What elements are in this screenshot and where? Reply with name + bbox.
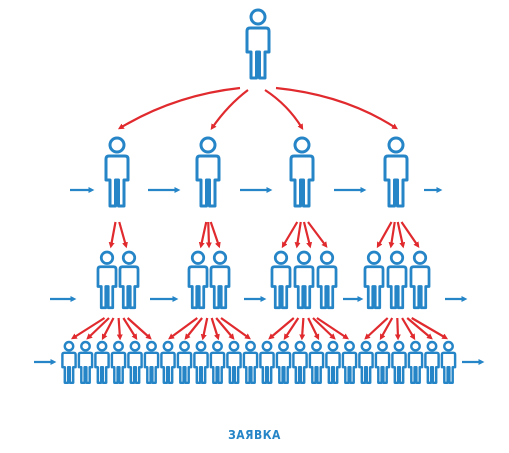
person-icon: [341, 340, 358, 385]
person-icon: [176, 340, 193, 385]
person-icon: [293, 250, 315, 310]
arrow-icon: [268, 317, 295, 340]
arrow-icon: [184, 317, 203, 340]
arrow-icon: [394, 317, 401, 341]
arrow-icon: [281, 221, 299, 249]
person-icon: [424, 340, 440, 385]
person-icon: [209, 340, 226, 385]
arrow-icon: [388, 221, 396, 249]
person-icon: [77, 340, 94, 385]
arrow-icon: [294, 221, 302, 249]
arrow-icon: [101, 317, 115, 341]
person-icon: [386, 250, 408, 310]
person-icon: [245, 8, 271, 80]
person-icon: [275, 340, 292, 385]
arrow-icon: [364, 317, 389, 340]
arrow-icon: [220, 317, 251, 340]
arrow-icon: [117, 86, 241, 130]
person-icon: [391, 340, 407, 385]
person-icon: [292, 340, 308, 385]
arrow-icon: [307, 221, 328, 248]
arrow-icon: [406, 317, 433, 340]
person-icon: [96, 250, 118, 310]
person-icon: [270, 250, 292, 310]
arrow-icon: [264, 89, 304, 131]
arrow-icon: [198, 221, 208, 249]
arrow-icon: [312, 317, 336, 340]
arrow-icon: [168, 317, 198, 340]
arrow-icon: [200, 317, 209, 341]
arrow-icon: [376, 221, 393, 249]
person-icon: [259, 340, 275, 385]
arrow-icon: [116, 317, 123, 341]
arrow-icon: [379, 317, 394, 341]
person-icon: [94, 340, 110, 385]
person-icon: [308, 340, 325, 385]
person-icon: [127, 340, 143, 385]
person-icon: [242, 340, 259, 385]
person-icon: [383, 136, 409, 208]
person-icon: [316, 250, 338, 310]
person-icon: [440, 340, 457, 385]
person-icon: [143, 340, 160, 385]
arrow-icon: [118, 221, 128, 249]
arrow-icon: [283, 317, 300, 340]
arrow-icon: [411, 317, 449, 340]
arrow-icon: [275, 86, 399, 130]
caption-label: ЗАЯВКА: [228, 428, 281, 442]
person-icon: [110, 340, 127, 385]
person-icon: [193, 340, 209, 385]
arrow-icon: [299, 317, 306, 341]
person-icon: [289, 136, 315, 208]
person-icon: [358, 340, 374, 385]
arrow-icon: [205, 221, 212, 249]
person-icon: [363, 250, 385, 310]
arrow-icon: [396, 221, 406, 249]
arrow-icon: [126, 317, 152, 340]
person-icon: [407, 340, 424, 385]
person-icon: [374, 340, 391, 385]
arrows-layer: [34, 86, 485, 365]
person-icon: [118, 250, 140, 310]
arrow-icon: [210, 317, 220, 341]
arrow-icon: [401, 317, 416, 341]
person-icon: [104, 136, 130, 208]
person-icon: [409, 250, 431, 310]
arrow-icon: [302, 221, 313, 249]
arrow-icon: [70, 317, 106, 340]
arrow-icon: [400, 221, 420, 248]
arrow-icon: [209, 221, 221, 249]
person-icon: [160, 340, 176, 385]
arrow-icon: [215, 317, 235, 340]
person-icon: [195, 136, 221, 208]
person-icon: [325, 340, 341, 385]
arrow-icon: [86, 317, 110, 340]
person-icon: [187, 250, 209, 310]
arrow-icon: [210, 89, 249, 130]
arrow-icon: [108, 221, 117, 249]
person-icon: [226, 340, 242, 385]
person-icon: [61, 340, 77, 385]
person-icon: [209, 250, 231, 310]
people-layer: [61, 8, 457, 385]
arrow-icon: [122, 317, 138, 341]
arrow-icon: [316, 317, 349, 340]
arrow-icon: [307, 317, 320, 341]
